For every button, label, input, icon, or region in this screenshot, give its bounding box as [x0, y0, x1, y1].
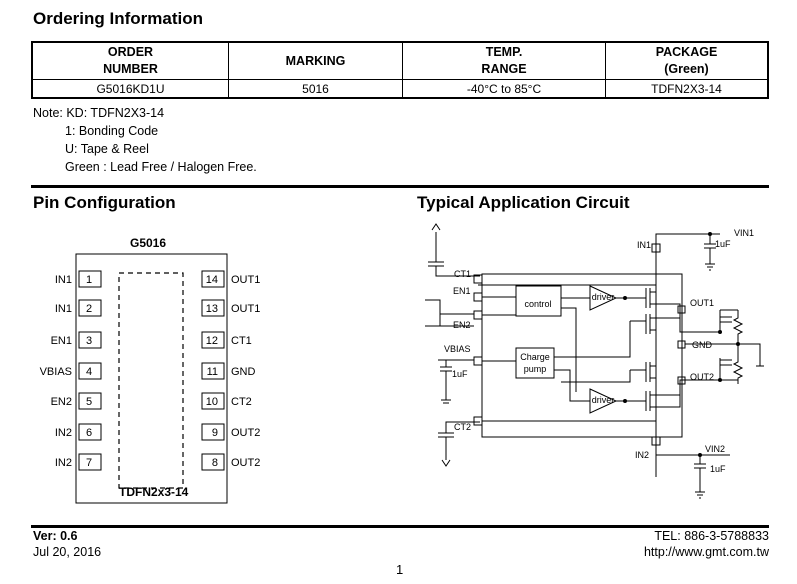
circuit-label-en2: EN2	[453, 320, 471, 330]
pin-label: CT1	[231, 335, 252, 347]
pin-right-9: 9 OUT2	[201, 423, 260, 441]
pin-left-6: 6 IN2	[55, 423, 102, 441]
pin-number: 4	[86, 366, 92, 378]
chip-name: G5016	[130, 236, 166, 250]
pin-label: IN1	[55, 303, 72, 315]
section-title-pin-config: Pin Configuration	[33, 193, 176, 212]
website-link[interactable]: http://www.gmt.com.tw	[643, 545, 769, 559]
circuit-label-ct2: CT2	[454, 422, 471, 432]
circuit-label-vbias: VBIAS	[444, 344, 471, 354]
pin-left-7: 7 IN2	[55, 453, 102, 471]
cell-marking: 5016	[228, 79, 403, 98]
circuit-label-driver-top: driver	[592, 292, 615, 302]
pin-number: 5	[86, 396, 92, 408]
note-line-2: 1: Bonding Code	[65, 124, 159, 138]
pin-number: 3	[86, 335, 92, 347]
pin-left-5: 5 EN2	[51, 392, 102, 410]
note-line-3: U: Tape & Reel	[65, 142, 149, 156]
pin-number: 7	[86, 457, 92, 469]
circuit-label-in1: IN1	[637, 240, 651, 250]
pin-number: 13	[206, 303, 218, 315]
header-package: PACKAGE(Green)	[605, 42, 768, 80]
phone-number: TEL: 886-3-5788833	[654, 529, 769, 543]
pin-right-8: 8 OUT2	[201, 453, 260, 471]
cell-order-number: G5016KD1U	[96, 81, 165, 96]
pin-number: 9	[212, 427, 218, 439]
package-name: TDFN2x3-14	[119, 485, 189, 499]
pin-label: OUT2	[231, 457, 260, 469]
pin-label: EN2	[51, 396, 72, 408]
table-row: G5016KD1U 5016 -40°C to 85°C TDFN2X3-14	[32, 79, 768, 98]
pin-number: 6	[86, 427, 92, 439]
pin-label: GND	[231, 366, 256, 378]
pin-label: VBIAS	[40, 366, 72, 378]
section-title-app-circuit: Typical Application Circuit	[417, 193, 630, 212]
pin-right-14: 14 OUT1	[201, 270, 260, 288]
date: Jul 20, 2016	[33, 545, 102, 559]
circuit-label-vin2: VIN2	[705, 444, 725, 454]
pin-label: IN1	[55, 274, 72, 286]
exposed-pad	[118, 272, 184, 489]
header-marking: MARKING	[228, 42, 403, 80]
note-line-4: Green : Lead Free / Halogen Free.	[65, 160, 257, 174]
pin-number: 10	[206, 396, 218, 408]
section-title-ordering: Ordering Information	[33, 9, 203, 28]
circuit-label-charge1: Charge	[520, 352, 550, 362]
section-divider	[31, 185, 769, 188]
circuit-label-cap2: 1uF	[710, 464, 726, 474]
pin-label: OUT2	[231, 427, 260, 439]
page-number: 1	[396, 562, 404, 577]
pin-left-1: 1 IN1	[55, 270, 102, 288]
circuit-label-driver-bottom: driver	[592, 395, 615, 405]
cell-temp-range: -40°C to 85°C	[402, 79, 606, 98]
pin-number: 14	[206, 274, 218, 286]
pin-label: IN2	[55, 427, 72, 439]
chip-body	[75, 253, 228, 504]
header-temp-range: TEMP.RANGE	[402, 42, 606, 80]
pin-number: 11	[207, 366, 218, 378]
circuit-label-out2: OUT2	[690, 372, 714, 382]
footer-divider	[31, 525, 769, 528]
circuit-label-ct1: CT1	[454, 269, 471, 279]
version: Ver: 0.6	[33, 529, 78, 543]
cell-package: TDFN2X3-14	[605, 79, 768, 98]
pin-label: IN2	[55, 457, 72, 469]
pin-label: CT2	[231, 396, 252, 408]
pin-left-3: 3 EN1	[51, 331, 102, 349]
application-circuit-diagram: VIN11uFIN1CT1EN1EN2controldriverdriverOU…	[425, 223, 764, 499]
pin-left-4: 4 VBIAS	[40, 362, 102, 380]
pin-number: 12	[206, 335, 218, 347]
pin-number: 8	[212, 457, 218, 469]
pin-right-11: 11 GND	[201, 362, 256, 380]
circuit-label-en1: EN1	[453, 286, 471, 296]
circuit-label-gnd: GND	[692, 340, 713, 350]
circuit-label-cap1: 1uF	[715, 239, 731, 249]
circuit-label-in2: IN2	[635, 450, 649, 460]
circuit-label-control: control	[524, 299, 551, 309]
circuit-label-vin1: VIN1	[734, 228, 754, 238]
pin-label: OUT1	[231, 303, 260, 315]
pin-number: 1	[86, 274, 92, 286]
pin-label: EN1	[51, 335, 72, 347]
circuit-label-out1: OUT1	[690, 298, 714, 308]
pin-right-10: 10 CT2	[201, 392, 252, 410]
pin-right-13: 13 OUT1	[201, 299, 260, 317]
pin-left-2: 2 IN1	[55, 299, 102, 317]
pin-label: OUT1	[231, 274, 260, 286]
pin-number: 2	[86, 303, 92, 315]
pin-right-12: 12 CT1	[201, 331, 252, 349]
note-line-1: Note: KD: TDFN2X3-14	[33, 106, 165, 120]
circuit-label-cap-vbias: 1uF	[452, 369, 468, 379]
circuit-label-charge2: pump	[524, 364, 547, 374]
